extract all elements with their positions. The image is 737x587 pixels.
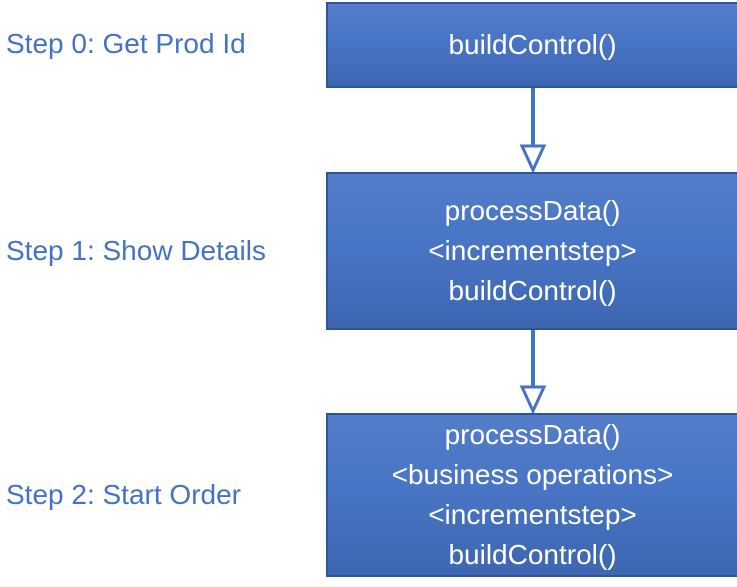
code-line: <incrementstep> bbox=[428, 235, 637, 266]
code-line: processData() bbox=[444, 195, 621, 226]
code-line: buildControl() bbox=[448, 29, 617, 60]
down-arrow-connector-icon bbox=[519, 88, 547, 172]
code-line: <incrementstep> bbox=[428, 499, 637, 530]
code-line: <business operations> bbox=[391, 459, 674, 490]
step-2-box: processData() <business operations> <inc… bbox=[326, 413, 737, 577]
code-line: buildControl() bbox=[448, 539, 617, 570]
step-0-label: Step 0: Get Prod Id bbox=[6, 28, 246, 59]
step-1-box: processData() <incrementstep> buildContr… bbox=[326, 172, 737, 330]
code-line: processData() bbox=[444, 419, 621, 450]
step-1-label: Step 1: Show Details bbox=[6, 235, 266, 266]
code-line: buildControl() bbox=[448, 275, 617, 306]
step-2-label: Step 2: Start Order bbox=[6, 479, 241, 510]
down-arrow-connector-icon bbox=[519, 330, 547, 413]
step-0-box: buildControl() bbox=[326, 2, 737, 88]
